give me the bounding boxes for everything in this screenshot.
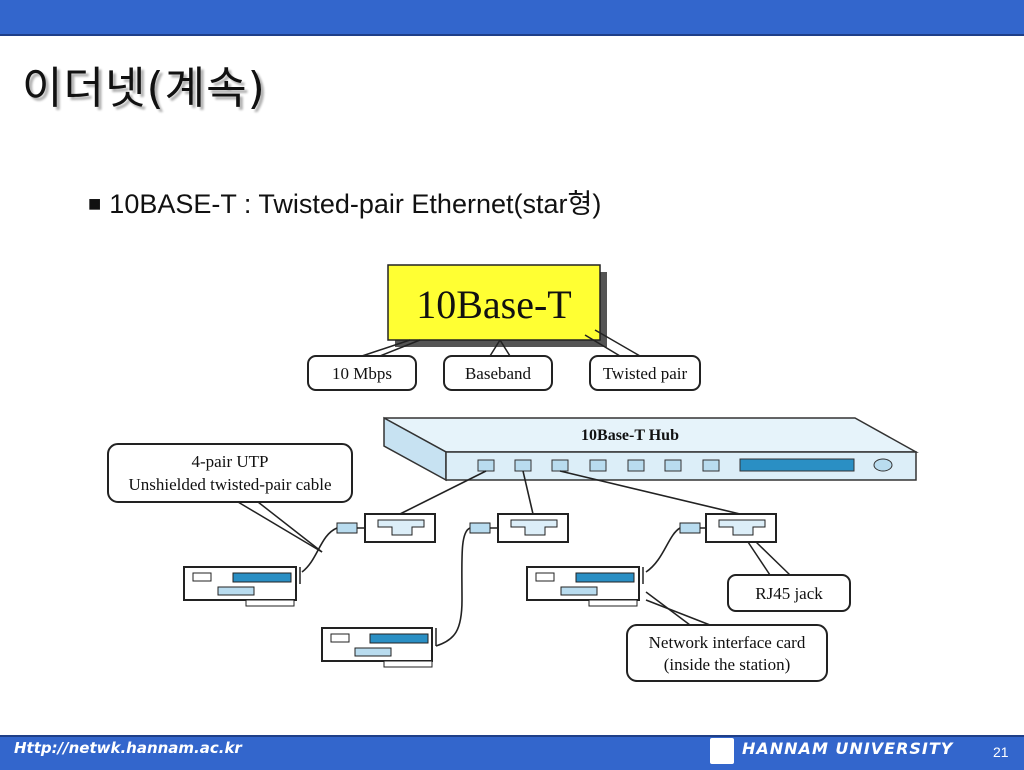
hub-led xyxy=(873,458,893,472)
hub-label: 10Base-T Hub xyxy=(581,427,679,444)
hub-port xyxy=(627,459,645,472)
rj45-plug xyxy=(469,522,491,534)
sub-label-baseband: Baseband xyxy=(465,364,532,383)
rj45-jack-1 xyxy=(364,513,436,543)
sub-label-twisted: Twisted pair xyxy=(603,364,688,383)
hub-port xyxy=(702,459,720,472)
callout-cable-box xyxy=(107,443,353,503)
callout-jack-pointer xyxy=(755,541,791,576)
top-bar xyxy=(0,0,1024,36)
bullet-text: 10BASE-T : Twisted-pair Ethernet(star형) xyxy=(109,189,602,219)
callout-cable-line1: 4-pair UTP xyxy=(192,452,269,471)
cable xyxy=(522,470,534,515)
main-label: 10Base-T xyxy=(416,282,572,327)
bullet-line: ■ 10BASE-T : Twisted-pair Ethernet(star형) xyxy=(88,182,601,221)
rj45-jack-3 xyxy=(705,513,777,543)
callout-cable-pointer xyxy=(257,501,323,553)
connector-twisted-2 xyxy=(594,329,641,357)
nic-card-2 xyxy=(321,627,437,668)
sub-label-mbps: 10 Mbps xyxy=(332,364,392,383)
main-label-box xyxy=(387,264,601,341)
rj45-plug xyxy=(679,522,701,534)
station-cable xyxy=(435,527,471,647)
connector-baseband xyxy=(489,339,501,357)
rj45-jack-2 xyxy=(497,513,569,543)
nic-card-1 xyxy=(183,566,301,607)
hub-port xyxy=(477,459,495,472)
callout-nic-pointer xyxy=(645,599,711,626)
page-number: 21 xyxy=(993,744,1009,760)
hub-port xyxy=(551,459,569,472)
hub-display xyxy=(739,458,855,472)
page-title: 이더넷(계속) xyxy=(22,63,266,114)
hub-port xyxy=(589,459,607,472)
bullet-marker: ■ xyxy=(88,191,102,216)
connector-baseband-2 xyxy=(499,339,511,357)
callout-nic-line2: (inside the station) xyxy=(664,655,791,674)
sub-label-box-baseband xyxy=(443,355,553,391)
connector-twisted xyxy=(584,334,621,357)
callout-cable-line2: Unshielded twisted-pair cable xyxy=(129,475,332,494)
connector-mbps-2 xyxy=(379,339,421,357)
callout-nic-box xyxy=(626,624,828,682)
callout-jack-pointer xyxy=(747,541,771,576)
callout-nic-line1: Network interface card xyxy=(649,633,806,652)
hub-port xyxy=(664,459,682,472)
sub-label-box-twisted xyxy=(589,355,701,391)
callout-cable-pointer xyxy=(237,501,323,553)
cable xyxy=(559,470,741,515)
station-cable xyxy=(301,527,338,573)
footer-university: HANNAM UNIVERSITY xyxy=(742,739,954,758)
footer-url: Http://netwk.hannam.ac.kr xyxy=(14,739,242,757)
university-logo-icon xyxy=(710,738,734,764)
nic-card-3 xyxy=(526,566,644,607)
hub-port xyxy=(514,459,532,472)
connector-mbps xyxy=(361,339,411,357)
cable xyxy=(399,470,487,515)
footer-bar xyxy=(0,735,1024,770)
station-cable xyxy=(645,527,681,573)
sub-label-box-mbps xyxy=(307,355,417,391)
rj45-plug xyxy=(336,522,358,534)
callout-jack: RJ45 jack xyxy=(755,584,823,603)
